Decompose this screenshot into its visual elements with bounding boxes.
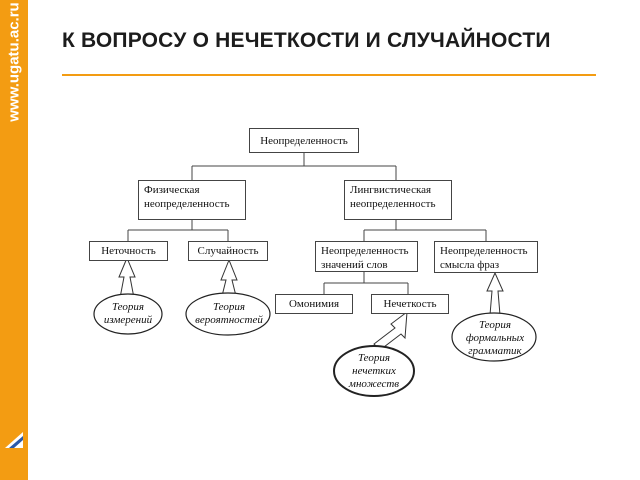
ellipse-fuzzy-sets-theory: Теория нечетких множеств (348, 351, 400, 390)
ellipse-probability-theory: Теория вероятностей (195, 301, 263, 326)
ellipse-measurement-theory: Теория измерений (103, 301, 153, 326)
slide-title: К ВОПРОСУ О НЕЧЕТКОСТИ И СЛУЧАЙНОСТИ (62, 29, 551, 52)
node-word-values-uncertainty: Неопределенность значений слов (315, 241, 418, 272)
title-divider (62, 74, 596, 76)
node-linguistic-uncertainty: Лингвистическая неопределенность (344, 180, 452, 220)
ellipse-formal-grammars-theory: Теория формальных грамматик (465, 318, 525, 357)
node-phrase-meaning-uncertainty: Неопределенность смысла фраз (434, 241, 538, 273)
node-fuzziness: Нечеткость (371, 294, 449, 314)
node-homonymy: Омонимия (275, 294, 353, 314)
university-logo-icon (5, 432, 23, 448)
node-inaccuracy: Неточность (89, 241, 168, 261)
node-physical-uncertainty: Физическая неопределенность (138, 180, 246, 220)
node-uncertainty: Неопределенность (249, 128, 359, 153)
node-randomness: Случайность (188, 241, 268, 261)
sidebar: www.ugatu.ac.ru (0, 0, 28, 480)
